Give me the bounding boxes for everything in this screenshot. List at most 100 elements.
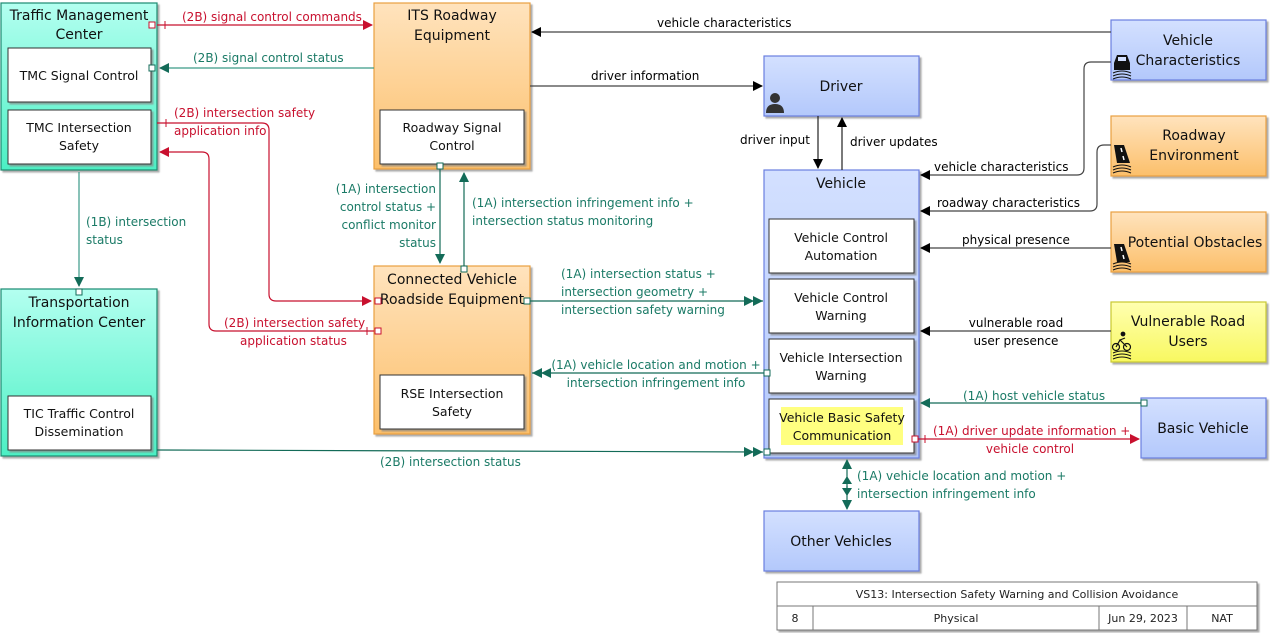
vehicle-characteristics-terminator[interactable]: Vehicle Characteristics	[1110, 19, 1267, 81]
flow-label: (1A) intersection infringement info +	[472, 196, 694, 210]
transportation-information-center[interactable]: Transportation Information Center TIC Tr…	[0, 288, 158, 457]
flow-label: (1A) vehicle location and motion +	[857, 469, 1066, 483]
flow-label: driver information	[591, 69, 699, 83]
flow-label: driver updates	[850, 135, 938, 149]
tic-traffic-control-dissemination[interactable]: TIC Traffic Control Dissemination	[7, 395, 152, 451]
roadway-signal-control[interactable]: Roadway Signal Control	[379, 109, 525, 165]
flow-vehicle-location-motion-other[interactable]: (1A) vehicle location and motion + inter…	[842, 459, 1066, 510]
potential-obstacles-terminator[interactable]: Potential Obstacles	[1110, 211, 1267, 273]
page-number: 8	[792, 612, 799, 625]
bicycle-icon	[1111, 331, 1132, 360]
tmc-intersection-safety[interactable]: TMC Intersection Safety	[7, 109, 152, 165]
flow-vulnerable-road-user-presence[interactable]: vulnerable road user presence	[920, 316, 1111, 348]
flow-label: (2B) intersection safety	[174, 106, 315, 120]
flow-driver-updates[interactable]: driver updates	[837, 117, 938, 170]
rse-intersection-safety-label-line2: Safety	[432, 404, 473, 419]
its-title: ITS Roadway	[407, 8, 496, 24]
flow-physical-presence[interactable]: physical presence	[920, 233, 1111, 253]
scope-label: NAT	[1211, 612, 1233, 625]
flow-signal-control-commands[interactable]: (2B) signal control commands	[148, 10, 373, 30]
flow-tic-vehicle-intersection-status[interactable]: (2B) intersection status	[156, 446, 771, 469]
vcw-label: Vehicle Control	[794, 290, 888, 305]
tmc-title-line2: Center	[55, 27, 102, 43]
flow-label-line2: vehicle control	[986, 442, 1074, 456]
vulnerable-road-users-terminator[interactable]: Vulnerable Road Users	[1110, 301, 1267, 363]
flow-label: physical presence	[962, 233, 1070, 247]
flow-label: (2B) intersection status	[380, 455, 521, 469]
vc-title-line2: Characteristics	[1136, 53, 1241, 69]
traffic-management-center[interactable]: Traffic Management Center TMC Signal Con…	[0, 2, 158, 171]
vca-label: Vehicle Control	[794, 230, 888, 245]
flow-signal-control-status[interactable]: (2B) signal control status	[148, 51, 374, 73]
flow-label-line3: intersection safety warning	[561, 303, 725, 317]
its-title-line2: Equipment	[414, 28, 491, 44]
flow-label: (1A) driver update information +	[933, 424, 1130, 438]
vehicle-control-automation[interactable]: Vehicle Control Automation	[768, 218, 915, 274]
vc-title: Vehicle	[1163, 33, 1213, 49]
driver-title: Driver	[819, 79, 862, 95]
flow-intersection-safety-application-info[interactable]: (2B) intersection safety application inf…	[157, 106, 382, 306]
tic-subsystem-label: TIC Traffic Control	[23, 406, 135, 421]
basic-vehicle-terminator[interactable]: Basic Vehicle	[1140, 397, 1267, 459]
person-icon	[766, 93, 784, 113]
flow-label-line2: intersection infringement info	[857, 487, 1036, 501]
driver-terminator[interactable]: Driver	[763, 55, 920, 117]
flow-label-line2: intersection status monitoring	[472, 214, 653, 228]
flow-label: vehicle characteristics	[657, 16, 792, 30]
flow-intersection-safety-application-status[interactable]: (2B) intersection safety application sta…	[159, 147, 382, 348]
diagram-title: VS13: Intersection Safety Warning and Co…	[856, 588, 1179, 601]
vehicle-basic-safety-communication[interactable]: Vehicle Basic Safety Communication	[768, 398, 915, 454]
roadway-environment-terminator[interactable]: Roadway Environment	[1110, 115, 1267, 177]
tic-title-line2: Information Center	[13, 315, 146, 331]
vehicle-control-warning[interactable]: Vehicle Control Warning	[768, 278, 915, 334]
flow-host-vehicle-status[interactable]: (1A) host vehicle status	[920, 389, 1148, 408]
vbsc-label-line2: Communication	[793, 428, 892, 443]
rse-intersection-safety-label: RSE Intersection	[401, 386, 504, 401]
flow-vehicle-location-motion-rse[interactable]: (1A) vehicle location and motion + inter…	[532, 358, 771, 390]
vru-title-line2: Users	[1168, 334, 1207, 350]
cvre-title-line2: Roadside Equipment	[380, 292, 525, 308]
flow-driver-information[interactable]: driver information	[530, 69, 763, 91]
flow-label-line2: user presence	[974, 334, 1059, 348]
flow-roadway-characteristics[interactable]: roadway characteristics	[920, 144, 1111, 216]
flow-label: vulnerable road	[969, 316, 1063, 330]
other-vehicles-terminator[interactable]: Other Vehicles	[763, 510, 920, 572]
flow-vehicle-characteristics-vehicle[interactable]: vehicle characteristics	[920, 61, 1111, 180]
vehicle-intersection-warning[interactable]: Vehicle Intersection Warning	[768, 338, 915, 394]
viw-label-line2: Warning	[815, 368, 866, 383]
tmc-signal-control-label: TMC Signal Control	[19, 68, 139, 83]
cvre-title: Connected Vehicle	[387, 272, 517, 288]
flow-label: (2B) signal control commands	[182, 10, 362, 24]
flow-driver-input[interactable]: driver input	[740, 116, 823, 169]
view-type: Physical	[934, 612, 979, 625]
its-roadway-equipment[interactable]: ITS Roadway Equipment Roadway Signal Con…	[373, 2, 531, 170]
flow-intersection-status-geometry-warning[interactable]: (1A) intersection status + intersection …	[523, 267, 763, 317]
tic-title: Transportation	[27, 295, 129, 311]
flow-label-line2: application info	[174, 124, 267, 138]
tmc-signal-control[interactable]: TMC Signal Control	[7, 47, 152, 103]
flow-driver-update-vehicle-control[interactable]: (1A) driver update information + vehicle…	[911, 424, 1140, 456]
flow-label: driver input	[740, 133, 810, 147]
flow-label: (1A) host vehicle status	[963, 389, 1105, 403]
highlight-background	[781, 407, 903, 445]
flow-label: (1B) intersection	[86, 215, 186, 229]
viw-label: Vehicle Intersection	[779, 350, 902, 365]
connected-vehicle-roadside-equipment[interactable]: Connected Vehicle Roadside Equipment RSE…	[373, 265, 531, 435]
tmc-intersection-safety-label: TMC Intersection	[25, 120, 131, 135]
flow-vehicle-characteristics-its[interactable]: vehicle characteristics	[531, 16, 1111, 37]
po-title: Potential Obstacles	[1128, 235, 1263, 251]
flow-tmc-tic-intersection-status[interactable]: (1B) intersection status	[74, 172, 186, 296]
vehicle-element[interactable]: Vehicle Vehicle Control Automation Vehic…	[763, 169, 920, 459]
flow-intersection-infringement-info[interactable]: (1A) intersection infringement info + in…	[459, 172, 694, 273]
diagram-date: Jun 29, 2023	[1107, 612, 1178, 625]
flow-intersection-control-status[interactable]: (1A) intersection control status + confl…	[336, 162, 445, 264]
re-title-line2: Environment	[1149, 148, 1239, 164]
tmc-intersection-safety-label-line2: Safety	[59, 138, 100, 153]
vehicle-title: Vehicle	[816, 176, 866, 192]
tic-subsystem-label-line2: Dissemination	[35, 424, 124, 439]
flow-label-line2: status	[86, 233, 123, 247]
ov-title: Other Vehicles	[790, 534, 892, 550]
roadway-signal-control-label-line2: Control	[429, 138, 474, 153]
flow-label: (1A) vehicle location and motion +	[551, 358, 760, 372]
rse-intersection-safety[interactable]: RSE Intersection Safety	[379, 374, 525, 430]
